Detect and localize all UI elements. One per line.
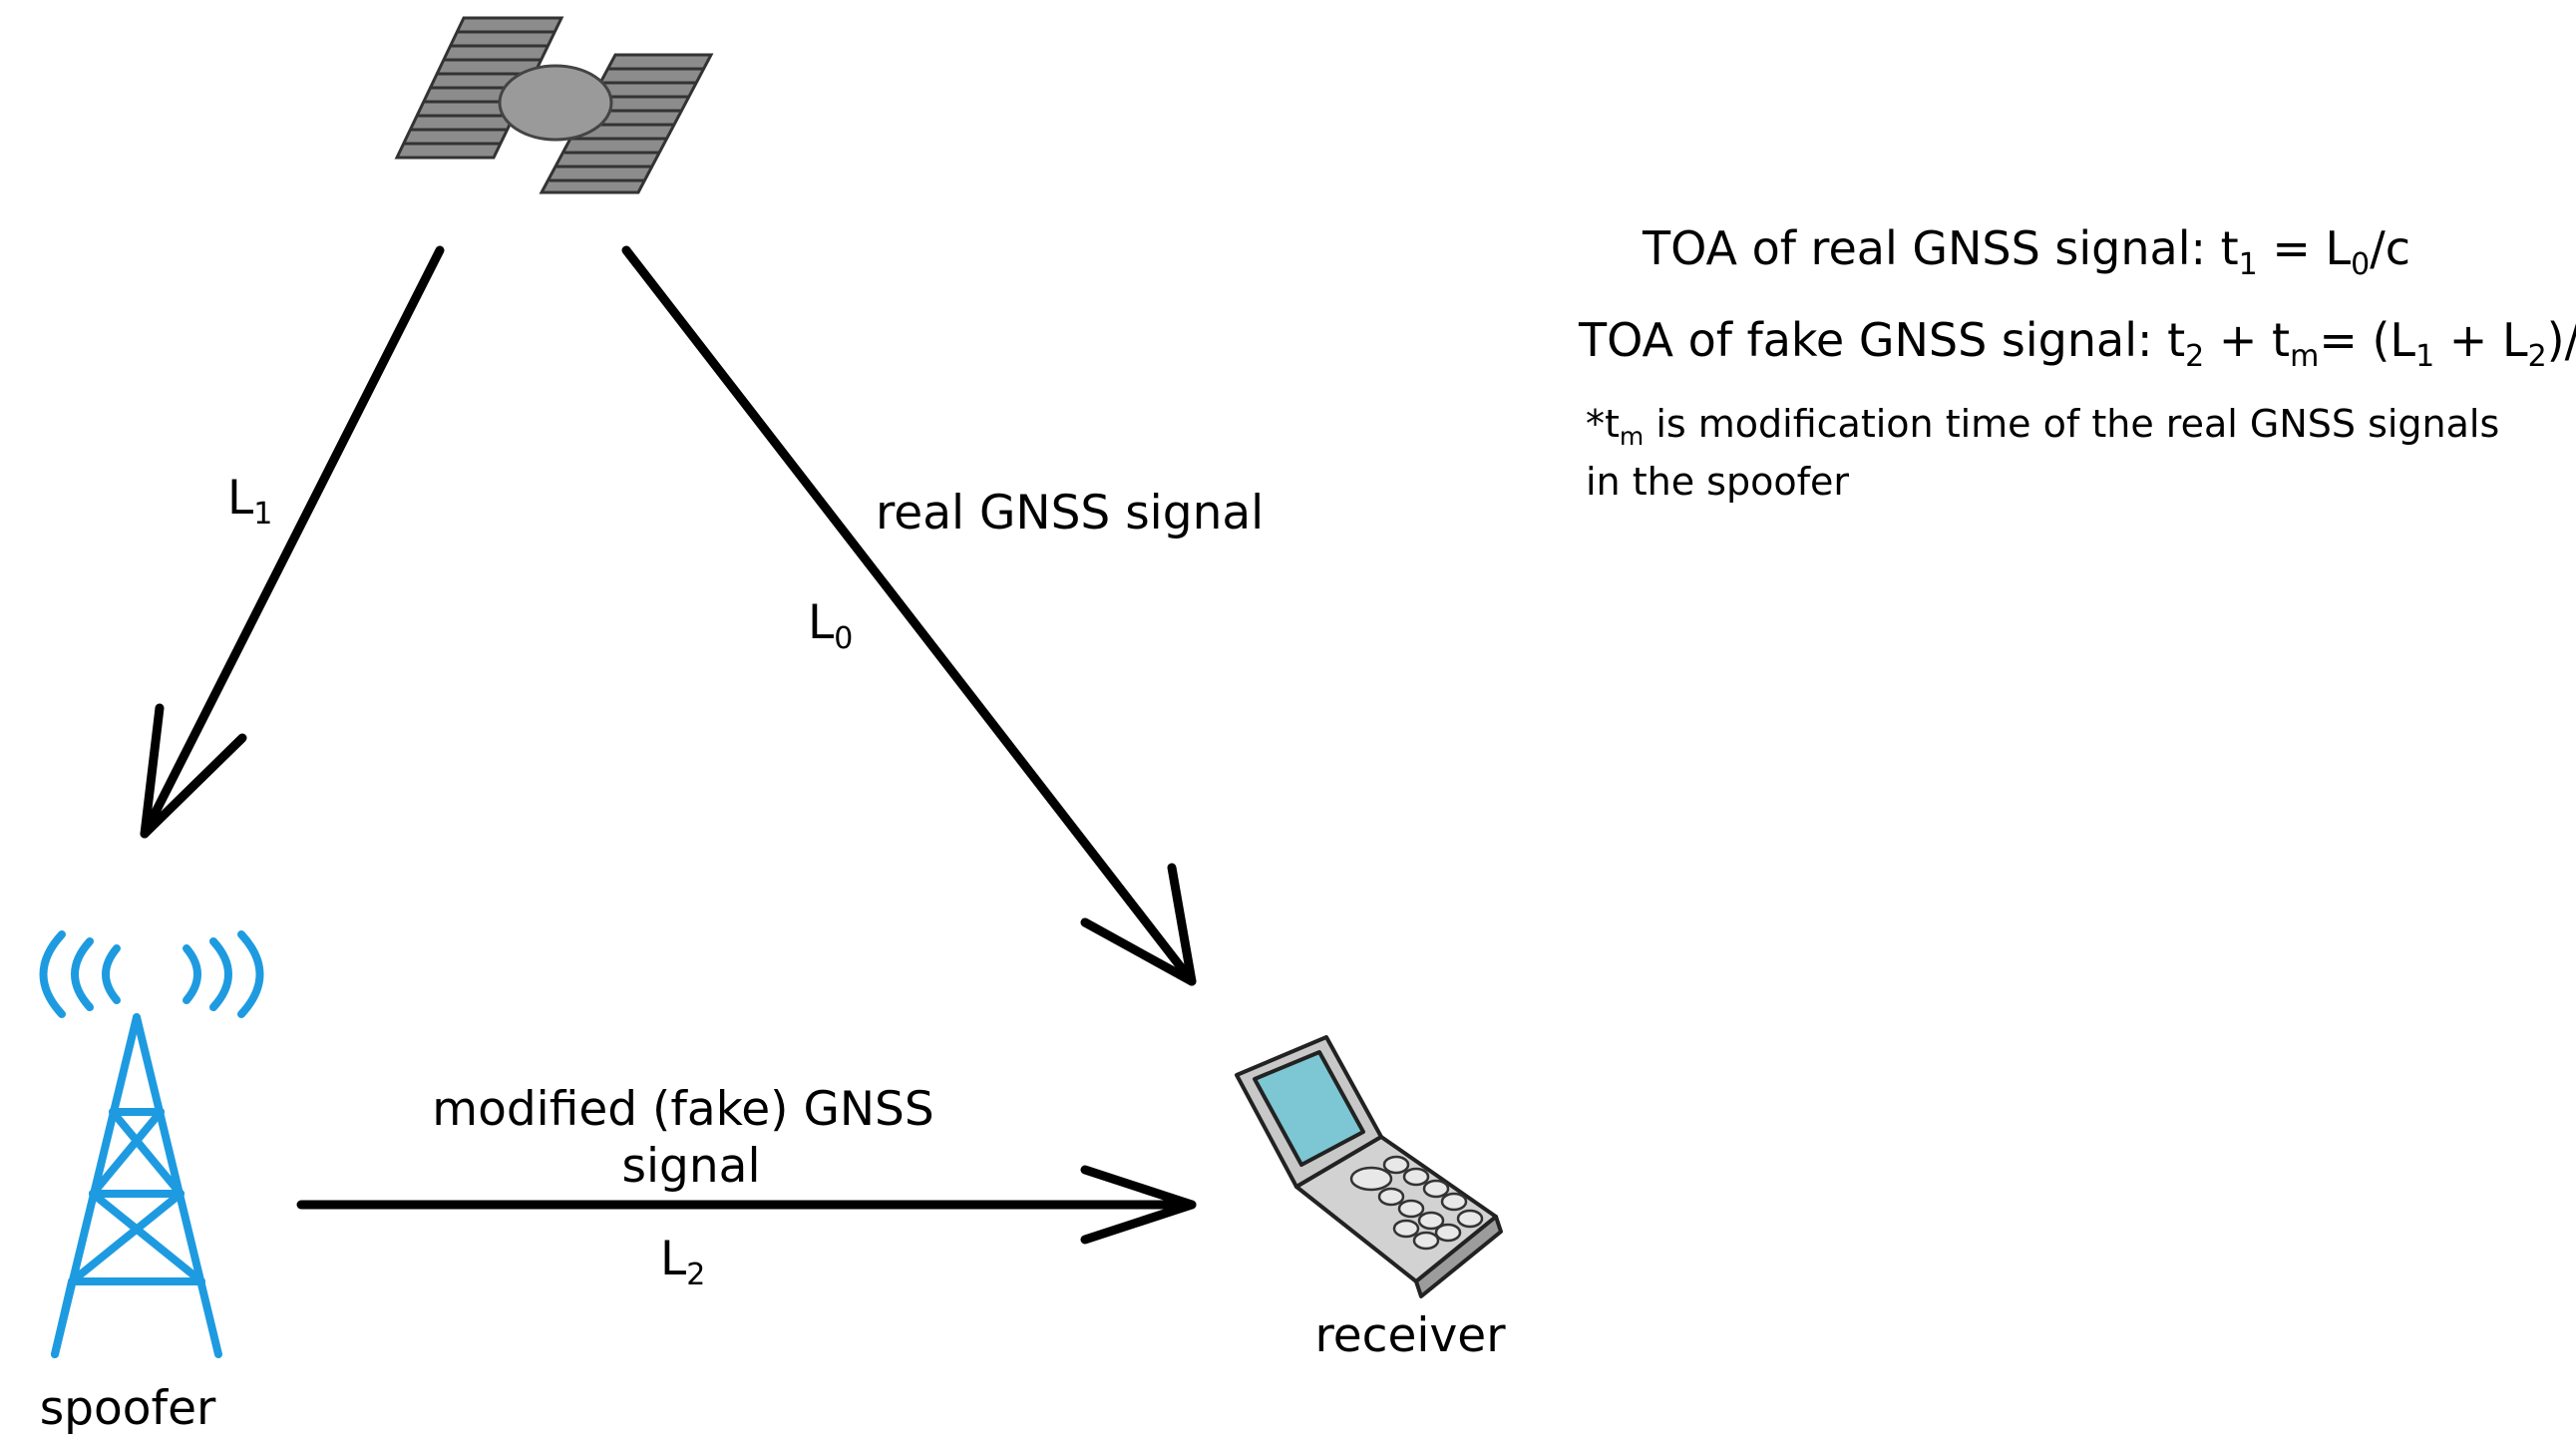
label-real-gnss-signal: real GNSS signal xyxy=(876,486,1264,541)
satellite-icon xyxy=(394,16,714,194)
label-fake-gnss-signal-line1: modified (fake) GNSS xyxy=(432,1082,933,1137)
label-l0: L0 xyxy=(808,595,853,656)
label-spoofer: spoofer xyxy=(40,1381,216,1436)
arrow-l2 xyxy=(296,1165,1197,1245)
equation-real-toa: TOA of real GNSS signal: t1 = L0/c xyxy=(1642,221,2410,282)
radio-tower-icon xyxy=(39,930,264,1358)
flip-phone-icon xyxy=(1235,1035,1503,1298)
note-tm-line1: *tm is modification time of the real GNS… xyxy=(1586,402,2499,451)
label-l2: L2 xyxy=(660,1232,705,1292)
equation-fake-toa: TOA of fake GNSS signal: t2 + tm= (L1 + … xyxy=(1578,313,2576,374)
arrow-l0 xyxy=(621,245,1197,986)
label-fake-gnss-signal-line2: signal xyxy=(621,1139,760,1194)
label-receiver: receiver xyxy=(1314,1308,1506,1363)
note-tm-line2: in the spoofer xyxy=(1586,460,1849,504)
arrow-l1 xyxy=(140,245,445,839)
label-l1: L1 xyxy=(227,471,272,532)
